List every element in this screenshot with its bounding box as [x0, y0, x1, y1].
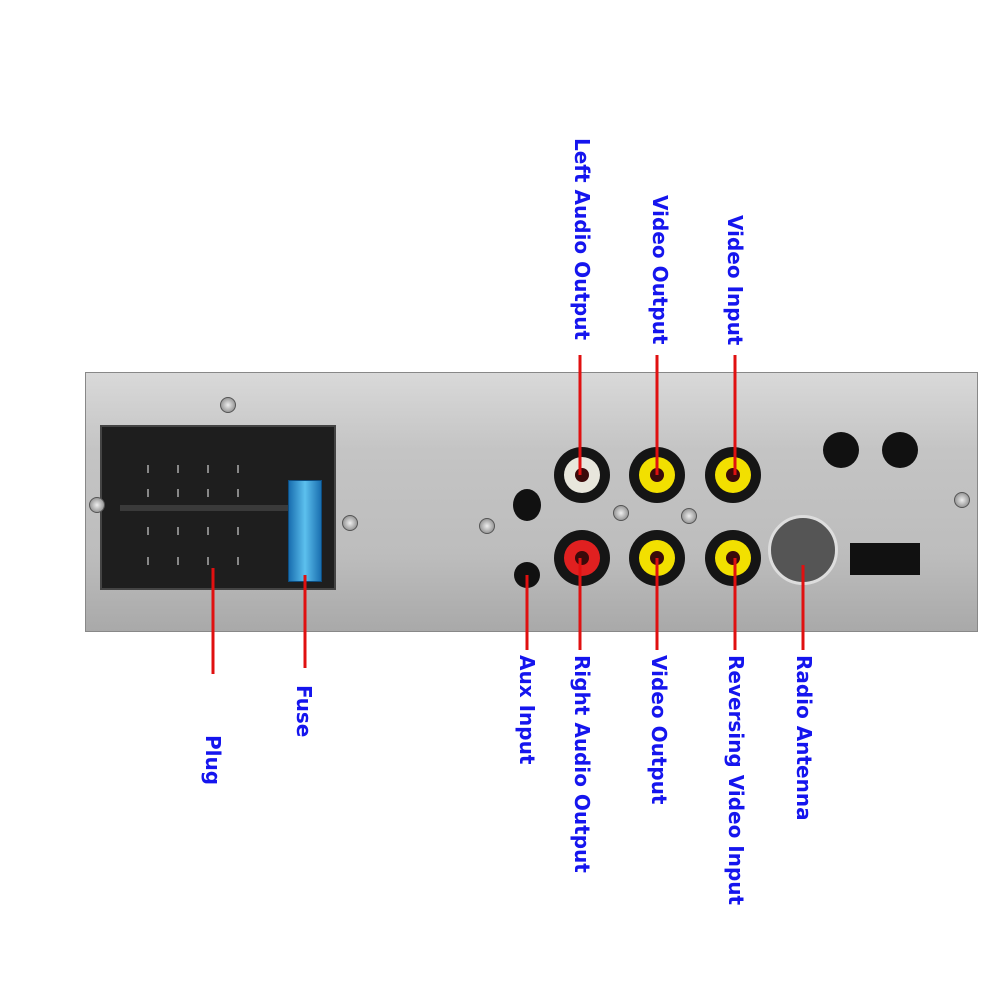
vent-hole — [823, 432, 859, 468]
screw-icon — [479, 518, 495, 534]
connector-pin — [177, 557, 179, 565]
connector-pin — [237, 465, 239, 473]
connector-pin — [147, 489, 149, 497]
right-audio-jack — [554, 530, 610, 586]
leader-line — [733, 355, 737, 475]
leader-line — [211, 568, 215, 674]
screw-icon — [342, 515, 358, 531]
connector-pin — [147, 465, 149, 473]
leader-line — [801, 565, 805, 650]
connector-pin — [207, 465, 209, 473]
label-video-output-bottom: Video Output — [647, 655, 671, 805]
connector-pin — [177, 527, 179, 535]
label-right-audio-output: Right Audio Output — [570, 655, 594, 873]
screw-icon — [220, 397, 236, 413]
connector-pin — [177, 489, 179, 497]
leader-line — [655, 355, 659, 475]
leader-line — [525, 575, 529, 650]
fuse — [288, 480, 322, 582]
label-radio-antenna: Radio Antenna — [792, 655, 816, 821]
label-fuse: Fuse — [292, 685, 316, 738]
connector-pin — [237, 489, 239, 497]
screw-icon — [681, 508, 697, 524]
screw-icon — [89, 497, 105, 513]
leader-line — [303, 575, 307, 668]
connector-pin — [207, 489, 209, 497]
connector-pin — [147, 557, 149, 565]
video-input-jack — [705, 447, 761, 503]
connector-pin — [147, 527, 149, 535]
screw-icon — [613, 505, 629, 521]
leader-line — [578, 355, 582, 475]
left-audio-jack — [554, 447, 610, 503]
label-plug: Plug — [201, 735, 225, 786]
reversing-video-jack — [705, 530, 761, 586]
mount-hole — [513, 489, 541, 521]
connector-pin — [207, 527, 209, 535]
connector-pin — [237, 527, 239, 535]
label-video-output-top: Video Output — [648, 195, 672, 345]
label-reversing-video-input: Reversing Video Input — [724, 655, 748, 906]
connector-pin — [237, 557, 239, 565]
vent-hole — [882, 432, 918, 468]
leader-line — [655, 558, 659, 650]
leader-line — [578, 558, 582, 650]
label-video-input: Video Input — [723, 215, 747, 346]
label-left-audio-output: Left Audio Output — [570, 138, 594, 341]
label-aux-input: Aux Input — [515, 655, 539, 765]
connector-pin — [207, 557, 209, 565]
screw-icon — [954, 492, 970, 508]
connector-pin — [177, 465, 179, 473]
leader-line — [733, 558, 737, 650]
slot-opening — [850, 543, 920, 575]
